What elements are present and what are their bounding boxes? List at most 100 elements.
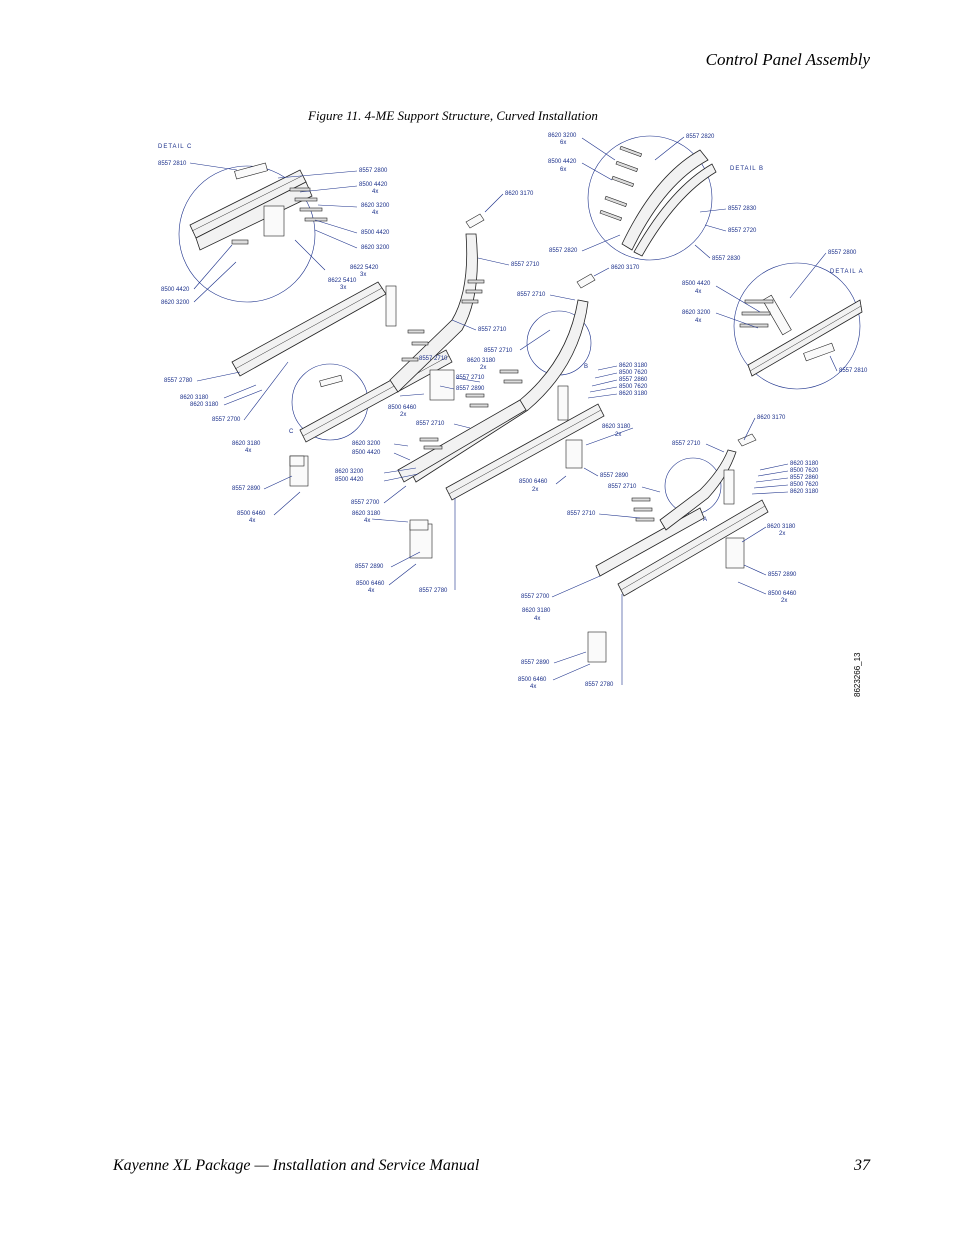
detail-c-circle [178, 165, 316, 303]
callout: 8557 2720 [728, 228, 757, 234]
callout: 8557 2860 [790, 475, 819, 481]
callout: 8557 2710 [517, 292, 546, 298]
callout: 2x [400, 412, 406, 418]
callout: 8500 4420 [682, 281, 711, 287]
callout: 8500 6460 [768, 591, 797, 597]
callout: 8557 2710 [416, 421, 445, 427]
drawing-number: 8623266_13 [853, 652, 862, 697]
callout: 6x [560, 140, 566, 146]
detail-a-marker: A [703, 517, 707, 523]
detail-b-circle [587, 135, 713, 261]
callout: 4x [372, 189, 378, 195]
callout: 8620 3200 [361, 245, 390, 251]
callout: 8557 2780 [419, 588, 448, 594]
figure-caption: Figure 11. 4-ME Support Structure, Curve… [308, 108, 598, 123]
callout: 8620 3180 [619, 391, 648, 397]
callout: 8620 3200 [682, 310, 711, 316]
callout: 4x [530, 684, 536, 690]
callout: 8620 3180 [522, 608, 551, 614]
manual-title: Kayenne XL Package — Installation and Se… [113, 1157, 480, 1174]
callout: 8557 2700 [351, 500, 380, 506]
callout: 4x [249, 518, 255, 524]
page-number: 37 [854, 1157, 870, 1174]
detail-a-circle [733, 262, 861, 390]
callout: 8500 4420 [361, 230, 390, 236]
callout: 8620 3170 [757, 415, 786, 421]
callout: 8500 6460 [518, 677, 547, 683]
callout: 8620 3200 [352, 441, 381, 447]
callout: 8557 2820 [686, 134, 715, 140]
callout: 8500 7620 [790, 482, 819, 488]
callout: 8557 2890 [456, 386, 485, 392]
callout: 8557 2710 [419, 356, 448, 362]
callout: 3x [360, 272, 366, 278]
callout: 8500 6460 [519, 479, 548, 485]
callout: 8557 2890 [768, 572, 797, 578]
fastener-clusters [401, 279, 655, 522]
callout: 4x [534, 616, 540, 622]
callout: 8620 3180 [619, 363, 648, 369]
callout: 2x [781, 598, 787, 604]
callout: 8557 2810 [839, 368, 868, 374]
callout: 8620 3180 [352, 511, 381, 517]
right-rail-assembly [587, 433, 769, 663]
callout: 8500 6460 [237, 511, 266, 517]
callout: 8500 7620 [619, 370, 648, 376]
callout: 8557 2800 [828, 250, 857, 256]
callout: 2x [480, 365, 486, 371]
callout: 8620 3180 [232, 441, 261, 447]
callout: 8557 2820 [549, 248, 578, 254]
callout: 8557 2780 [585, 682, 614, 688]
callout: 3x [340, 285, 346, 291]
callout: 8557 2890 [355, 564, 384, 570]
callout: 8557 2710 [478, 327, 507, 333]
callout: 8500 7620 [619, 384, 648, 390]
callout: 8557 2800 [359, 168, 388, 174]
callout: 2x [615, 432, 621, 438]
callout: 8620 3200 [361, 203, 390, 209]
callout: 8620 3180 [790, 461, 819, 467]
center-curved-rail-assembly [389, 213, 605, 501]
callout: 8500 7620 [790, 468, 819, 474]
callout: 8557 2810 [158, 161, 187, 167]
callout: 8500 4420 [352, 450, 381, 456]
detail-c-title: DETAIL C [158, 144, 192, 150]
callout: 4x [372, 210, 378, 216]
detail-a-parts [739, 294, 863, 377]
callout: 8500 4420 [161, 287, 190, 293]
callout: 8622 5410 [328, 278, 357, 284]
callout: 8557 2710 [608, 484, 637, 490]
callout: 8620 3180 [767, 524, 796, 530]
callout: 8557 2890 [521, 660, 550, 666]
callout: 4x [368, 588, 374, 594]
detail-c-marker: C [289, 429, 294, 435]
callout: 8557 2830 [728, 206, 757, 212]
leader-lines [189, 136, 838, 685]
callout: 8500 6460 [388, 405, 417, 411]
callout: 8620 3200 [161, 300, 190, 306]
callout: 8557 2890 [232, 486, 261, 492]
callout: 8620 3200 [335, 469, 364, 475]
section-title: Control Panel Assembly [705, 50, 870, 69]
callout: 8620 3170 [505, 191, 534, 197]
callout: 8622 5420 [350, 265, 379, 271]
callout: 4x [695, 289, 701, 295]
callout: 8500 6460 [356, 581, 385, 587]
detail-a-title: DETAIL A [830, 269, 864, 275]
callout: 8557 2710 [456, 375, 485, 381]
callout: 8557 2700 [521, 594, 550, 600]
callout: 8500 4420 [335, 477, 364, 483]
callout: 8557 2780 [164, 378, 193, 384]
callout: 2x [779, 531, 785, 537]
callout: 8620 3170 [611, 265, 640, 271]
callout: 2x [532, 487, 538, 493]
callout: 6x [560, 167, 566, 173]
callout: 8620 3180 [790, 489, 819, 495]
callout: 8500 4420 [548, 159, 577, 165]
detail-b-marker: B [584, 364, 588, 370]
callout: 8620 3180 [602, 424, 631, 430]
callout: 8620 3180 [190, 402, 219, 408]
callout: 8557 2830 [712, 256, 741, 262]
callout: 8557 2710 [567, 511, 596, 517]
